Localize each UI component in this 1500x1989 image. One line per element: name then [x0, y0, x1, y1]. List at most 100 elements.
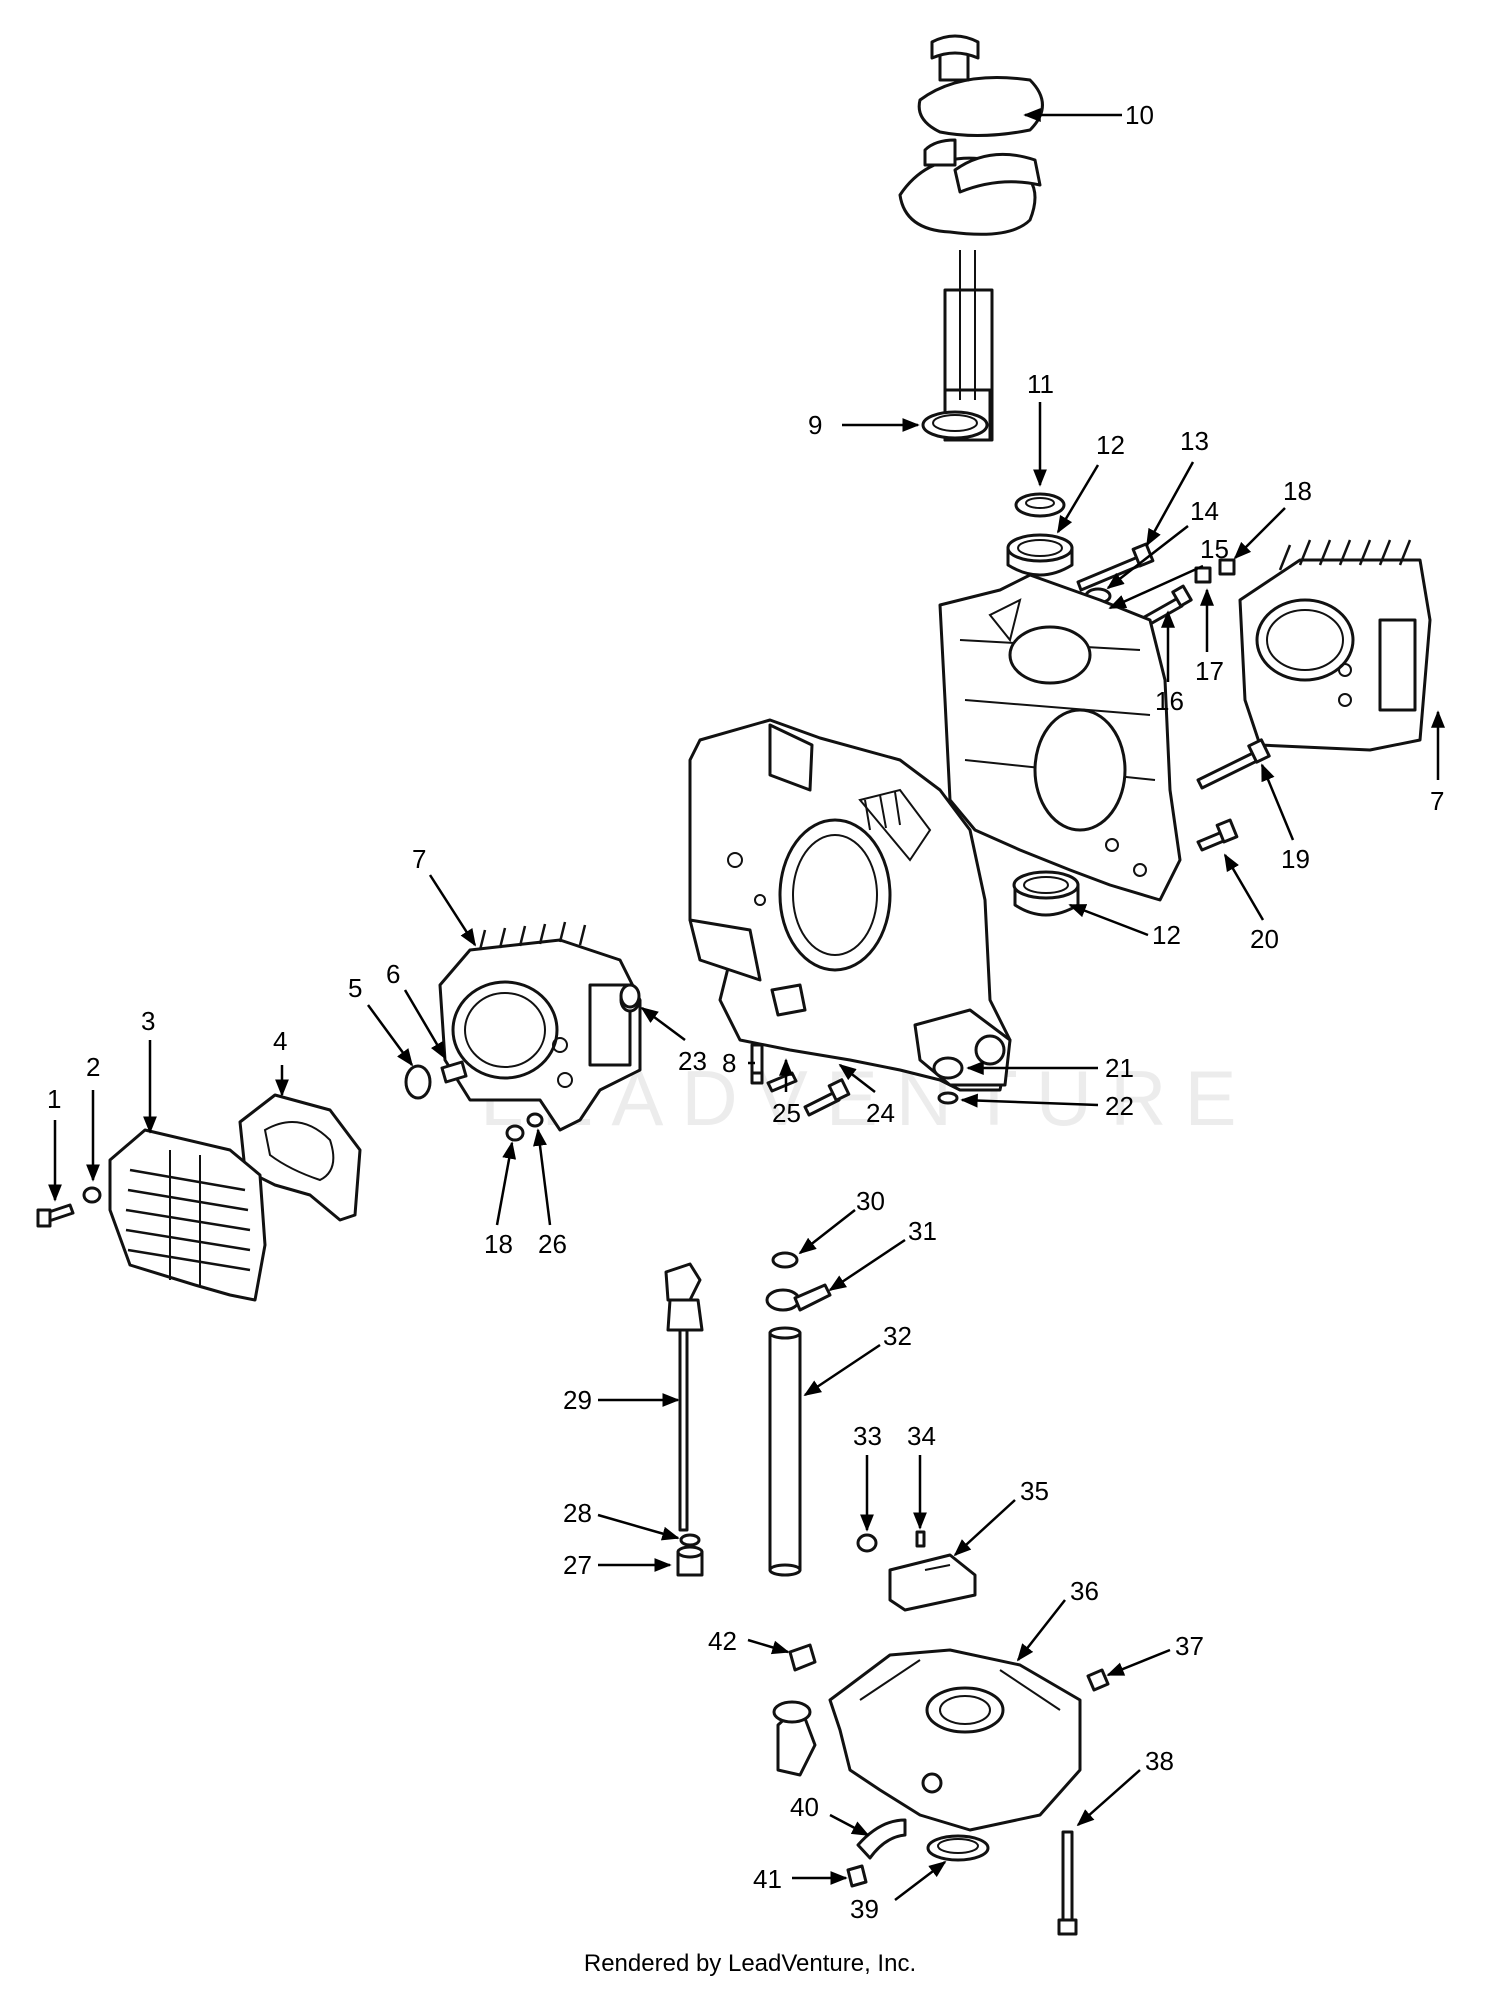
bearing-ring-9	[921, 410, 989, 440]
callout-17: 17	[1195, 656, 1224, 686]
nut-18-left	[505, 1124, 525, 1142]
callout-22: 22	[1105, 1091, 1134, 1121]
bolt-24	[803, 1078, 851, 1117]
leader-24	[838, 1063, 876, 1093]
o-ring-30	[771, 1251, 799, 1269]
washer-26	[526, 1112, 544, 1128]
crankcase-bottom-36	[772, 1648, 1082, 1832]
callout-39: 39	[850, 1894, 879, 1924]
callout-numbers: 1 2 3 4 5 6 7 7 8 9 10 11 12 12 13 14 15…	[47, 100, 1444, 1924]
leader-14	[1106, 525, 1189, 590]
clamp-31	[765, 1283, 832, 1312]
leader-7-left	[428, 874, 477, 947]
callout-4: 4	[273, 1026, 287, 1056]
leader-12-top	[1056, 464, 1100, 534]
leader-30	[798, 1209, 856, 1255]
bracket-35	[888, 1553, 977, 1612]
leader-5	[366, 1004, 414, 1067]
callout-37: 37	[1175, 1631, 1204, 1661]
leader-23	[640, 1006, 686, 1042]
callout-18-right: 18	[1283, 476, 1312, 506]
bolt-20	[1196, 818, 1239, 852]
leader-20	[1223, 853, 1265, 921]
leader-37	[1106, 1648, 1171, 1677]
leader-31	[828, 1238, 906, 1292]
callout-7-right: 7	[1430, 786, 1444, 816]
footer-credit: Rendered by LeadVenture, Inc.	[583, 1950, 917, 1977]
callout-19: 19	[1281, 844, 1310, 874]
callout-30: 30	[856, 1186, 885, 1216]
callout-5: 5	[348, 973, 362, 1003]
leader-38	[1076, 1769, 1141, 1827]
leader-13	[1145, 461, 1195, 547]
callout-36: 36	[1070, 1576, 1099, 1606]
callout-27: 27	[563, 1550, 592, 1580]
leader-40	[829, 1813, 870, 1837]
bolt-19	[1196, 738, 1271, 790]
bolt-1	[36, 1203, 75, 1228]
seal-23	[619, 983, 641, 1009]
leader-15	[1108, 564, 1204, 610]
callout-18-left: 18	[484, 1229, 513, 1259]
callout-16: 16	[1155, 686, 1184, 716]
callout-29: 29	[563, 1385, 592, 1415]
callout-40: 40	[790, 1792, 819, 1822]
cylinder-7-right	[1238, 539, 1432, 752]
callout-13: 13	[1180, 426, 1209, 456]
washer-22	[937, 1091, 959, 1105]
callout-42: 42	[708, 1626, 737, 1656]
ring-5	[404, 1064, 432, 1100]
bearing-12-bottom	[1012, 870, 1080, 917]
callout-31: 31	[908, 1216, 937, 1246]
elbow-40	[856, 1818, 907, 1860]
dipstick-29	[664, 1262, 704, 1532]
pin-6	[440, 1060, 468, 1084]
callout-6: 6	[386, 959, 400, 989]
callout-33: 33	[853, 1421, 882, 1451]
callout-25: 25	[772, 1098, 801, 1128]
callout-34: 34	[907, 1421, 936, 1451]
callout-23: 23	[678, 1046, 707, 1076]
crankshaft	[898, 34, 1044, 442]
leader-36	[1016, 1599, 1066, 1662]
callout-32: 32	[883, 1321, 912, 1351]
callout-41: 41	[753, 1864, 782, 1894]
callout-9: 9	[808, 410, 822, 440]
callout-15: 15	[1200, 534, 1229, 564]
callout-28: 28	[563, 1498, 592, 1528]
seal-11	[1014, 492, 1066, 518]
tube-32	[768, 1326, 802, 1577]
pin-8	[750, 1043, 764, 1085]
leader-28	[597, 1513, 680, 1541]
bolt-38	[1057, 1830, 1078, 1936]
nut-17-18	[1194, 558, 1236, 584]
leader-42	[747, 1638, 790, 1655]
fitting-27	[676, 1545, 704, 1577]
leader-lines	[48, 108, 1445, 1901]
callout-3: 3	[141, 1006, 155, 1036]
fitting-41	[846, 1864, 868, 1888]
callout-2: 2	[86, 1052, 100, 1082]
leader-19	[1260, 763, 1295, 841]
leader-39	[894, 1860, 947, 1901]
nut-33	[856, 1533, 878, 1553]
callout-10: 10	[1125, 100, 1154, 130]
cylinder-head-3	[108, 1128, 267, 1302]
bearing-12-top	[1006, 533, 1074, 577]
callout-12-bottom: 12	[1152, 920, 1181, 950]
callout-11: 11	[1027, 369, 1054, 399]
callout-24: 24	[866, 1098, 895, 1128]
callout-21: 21	[1105, 1053, 1134, 1083]
callout-8: 8	[722, 1048, 736, 1078]
leader-18-left	[495, 1141, 517, 1226]
crankcase-right-half	[938, 573, 1182, 902]
callout-12-top: 12	[1096, 430, 1125, 460]
crankcase-center	[688, 718, 1012, 1092]
leader-18-right	[1233, 507, 1286, 560]
callout-26: 26	[538, 1229, 567, 1259]
leader-6	[403, 989, 447, 1060]
callout-20: 20	[1250, 924, 1279, 954]
leader-35	[953, 1499, 1016, 1557]
callout-38: 38	[1145, 1746, 1174, 1776]
